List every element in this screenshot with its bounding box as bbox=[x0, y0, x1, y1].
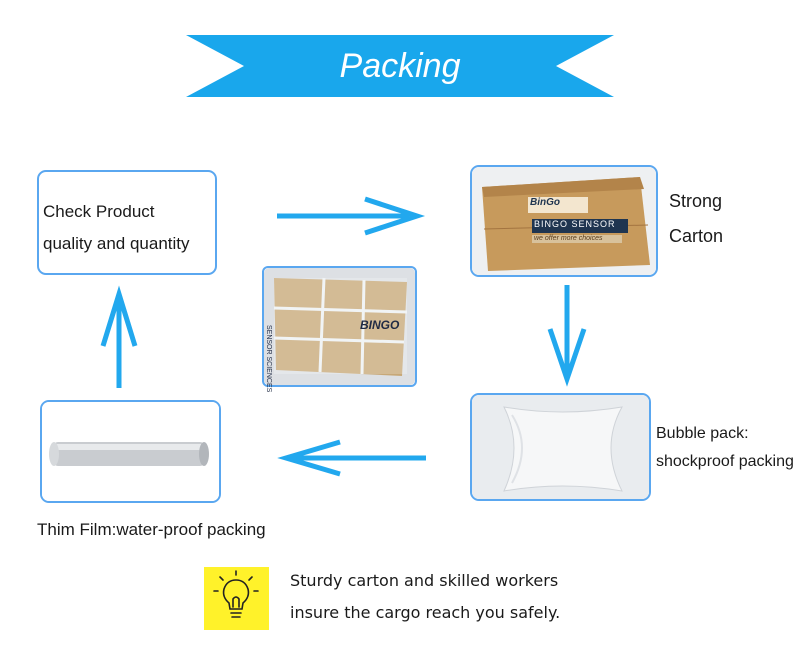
banner-ribbon bbox=[186, 35, 614, 97]
arrow-down-icon bbox=[547, 285, 587, 387]
check-product-box bbox=[37, 170, 217, 275]
banner-title: Packing bbox=[339, 47, 461, 85]
carton-tagline-text: we offer more choices bbox=[534, 235, 603, 242]
note-line-1: Sturdy carton and skilled workers bbox=[290, 571, 559, 590]
bubble-pack-image bbox=[472, 395, 649, 499]
carton-brand-text: BINGO SENSOR bbox=[534, 219, 616, 229]
lightbulb-badge bbox=[204, 567, 269, 630]
note-line-2: insure the cargo reach you safely. bbox=[290, 603, 561, 622]
wrapped-package-box bbox=[262, 266, 417, 387]
carton-image bbox=[472, 167, 656, 275]
packing-banner bbox=[186, 35, 614, 97]
arrow-left-icon bbox=[277, 439, 426, 477]
carton-label: Carton bbox=[669, 226, 724, 246]
check-product-label: Check Product bbox=[43, 202, 155, 221]
check-quality-label: quality and quantity bbox=[43, 234, 190, 253]
strong-label: Strong bbox=[669, 191, 723, 211]
film-roll-image bbox=[42, 402, 219, 501]
wrapped-print-2: BINGO bbox=[360, 318, 400, 332]
wrapped-print-1: SENSOR SCIENCES bbox=[265, 325, 272, 393]
arrow-right-icon bbox=[277, 196, 426, 236]
carton-photo-box bbox=[470, 165, 658, 277]
carton-logo-text: BinGo bbox=[530, 197, 560, 208]
lightbulb-icon bbox=[213, 570, 259, 618]
wrapped-package-image bbox=[264, 268, 415, 385]
arrow-up-icon bbox=[100, 285, 138, 388]
bubble-pack-photo-box bbox=[470, 393, 651, 501]
film-label: Thim Film:water-proof packing bbox=[37, 520, 266, 539]
bubble-pack-label: Bubble pack: bbox=[656, 425, 749, 442]
shockproof-label: shockproof packing bbox=[656, 453, 794, 470]
film-photo-box bbox=[40, 400, 221, 503]
